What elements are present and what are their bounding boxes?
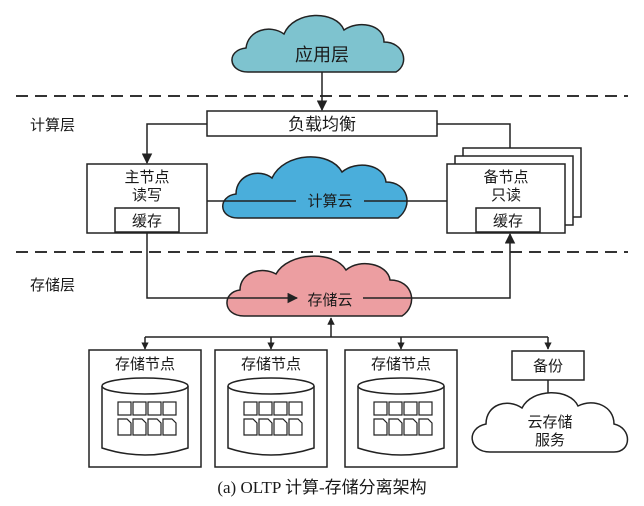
application-layer-label: 应用层 — [295, 45, 349, 66]
cloud-storage-service-line2: 服务 — [535, 431, 565, 449]
disk-icon — [227, 377, 315, 456]
compute-cloud-shape — [222, 156, 408, 219]
primary-cache-box — [114, 207, 180, 233]
load-balancer: 负载均衡 — [206, 110, 438, 137]
compute-cloud-label: 计算云 — [307, 192, 352, 210]
cloud-storage-service-shape — [471, 392, 629, 453]
storage-cloud-shape — [226, 255, 413, 317]
primary-cache-label: 缓存 — [132, 212, 162, 230]
application-cloud-shape — [231, 14, 405, 73]
application-layer-cloud: 应用层 — [231, 14, 405, 73]
storage-node-label: 存储节点 — [115, 355, 175, 373]
replica-node: 备节点 只读 缓存 — [446, 147, 582, 234]
replica-node-mode: 只读 — [491, 186, 521, 204]
primary-node-title: 主节点 — [124, 168, 169, 186]
primary-node-mode: 读写 — [132, 186, 162, 204]
storage-node-label: 存储节点 — [371, 355, 431, 373]
storage-node-2: 存储节点 — [214, 349, 328, 468]
storage-to-replica-arrow — [363, 232, 516, 299]
cloud-storage-service-line1: 云存储 — [527, 413, 572, 431]
cloud-storage-service: 云存储 服务 — [471, 392, 629, 453]
storage-node-label: 存储节点 — [241, 355, 301, 373]
storage-cloud-label: 存储云 — [307, 291, 352, 309]
figure-caption: (a) OLTP 计算-存储分离架构 — [217, 478, 426, 497]
storage-layer-label: 存储层 — [30, 276, 75, 294]
backup-box — [511, 350, 585, 381]
storage-node-3: 存储节点 — [344, 349, 458, 468]
disk-icon — [357, 377, 445, 456]
storage-node-1: 存储节点 — [88, 349, 202, 468]
compute-cloud: 计算云 — [207, 156, 447, 219]
load-balancer-box — [206, 110, 438, 137]
backup: 备份 — [511, 350, 585, 393]
load-balancer-label: 负载均衡 — [288, 115, 356, 135]
backup-label: 备份 — [533, 357, 563, 375]
storage-bus — [141, 317, 552, 350]
compute-layer-label: 计算层 — [30, 116, 75, 134]
disk-icon — [101, 377, 189, 456]
primary-node: 主节点 读写 缓存 — [86, 163, 208, 234]
replica-cache-label: 缓存 — [493, 212, 523, 230]
lb-to-primary-arrow — [141, 123, 207, 165]
storage-cloud: 存储云 — [226, 255, 413, 317]
primary-to-storage-arrow — [146, 233, 299, 304]
replica-cache-box — [475, 207, 541, 233]
replica-node-title: 备节点 — [483, 168, 528, 186]
